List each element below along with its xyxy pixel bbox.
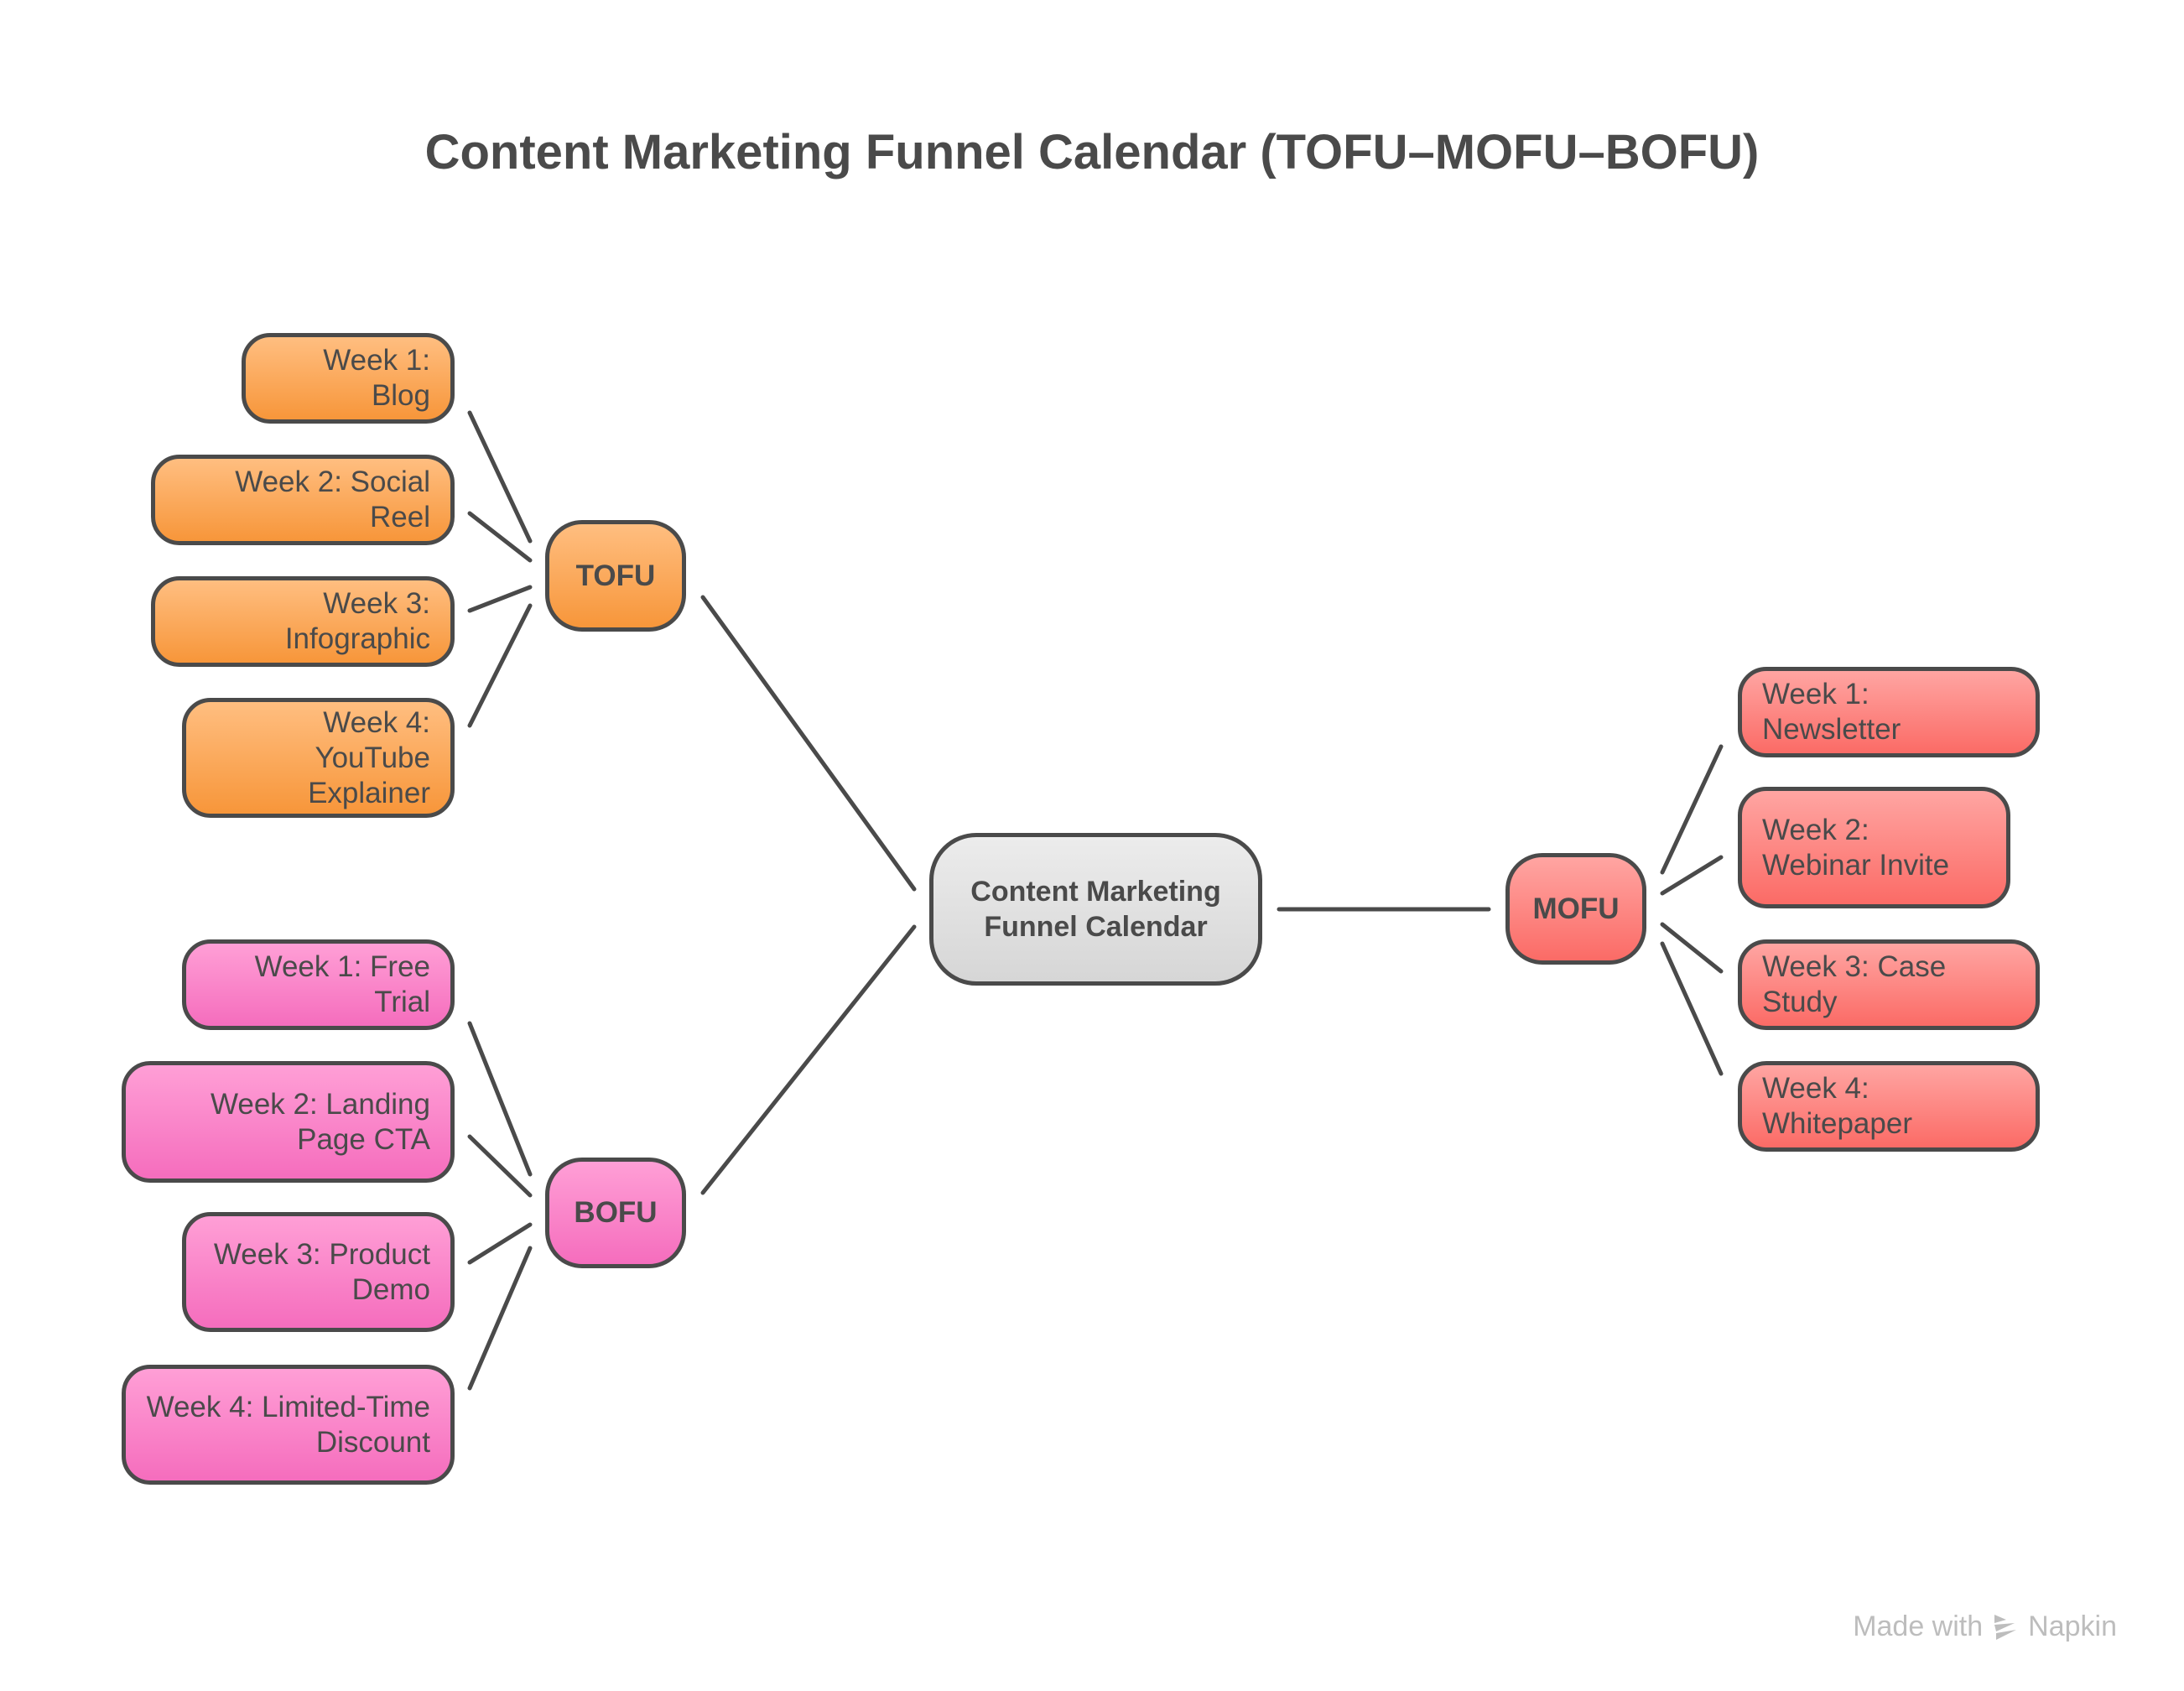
- node-label: Week 4: Limited-Time Discount: [146, 1390, 430, 1459]
- watermark-brand: Napkin: [2028, 1610, 2117, 1642]
- connector-tofu-week3: [467, 585, 533, 613]
- watermark: Made with Napkin: [1853, 1610, 2117, 1643]
- connector-bofu-week2: [467, 1134, 533, 1198]
- tofu-week1-node: Week 1: Blog: [242, 333, 455, 424]
- node-label: Week 2: Landing Page CTA: [210, 1087, 430, 1156]
- bofu-stage-node: BOFU: [545, 1158, 686, 1268]
- connector-mofu-week1: [1660, 744, 1724, 875]
- connector-bofu-week1: [467, 1021, 533, 1177]
- bofu-week3-node: Week 3: Product Demo: [182, 1212, 455, 1332]
- watermark-prefix: Made with: [1853, 1610, 1984, 1642]
- connector-bofu-week4: [467, 1246, 533, 1391]
- node-label: Week 3: Product Demo: [213, 1237, 430, 1306]
- node-label: Week 1: Free Trial: [254, 950, 430, 1018]
- node-label: Week 4: Whitepaper: [1762, 1072, 1912, 1140]
- mofu-week1-node: Week 1: Newsletter: [1738, 667, 2040, 757]
- tofu-week4-node: Week 4: YouTube Explainer: [182, 698, 455, 818]
- connector-hub-bofu: [700, 924, 917, 1195]
- connector-hub-tofu: [700, 595, 917, 892]
- connector-tofu-week2: [467, 511, 533, 563]
- mofu-week3-node: Week 3: Case Study: [1738, 939, 2040, 1030]
- node-label: TOFU: [575, 559, 656, 592]
- central-hub-node: Content Marketing Funnel Calendar: [929, 833, 1262, 986]
- connector-mofu-week4: [1660, 941, 1724, 1076]
- node-label: Week 3: Infographic: [284, 587, 430, 655]
- mofu-week2-node: Week 2: Webinar Invite: [1738, 787, 2010, 908]
- node-label: MOFU: [1532, 892, 1620, 925]
- node-label: Week 3: Case Study: [1762, 950, 1947, 1018]
- mofu-week4-node: Week 4: Whitepaper: [1738, 1061, 2040, 1152]
- napkin-logo-icon: [1994, 1614, 2017, 1640]
- bofu-week4-node: Week 4: Limited-Time Discount: [122, 1365, 455, 1485]
- connector-mofu-week2: [1660, 855, 1724, 896]
- node-label: Week 2: Webinar Invite: [1762, 813, 1950, 882]
- tofu-stage-node: TOFU: [545, 520, 686, 632]
- node-label: Content Marketing Funnel Calendar: [970, 876, 1221, 943]
- node-label: Week 2: Social Reel: [235, 466, 430, 533]
- node-label: Week 1: Blog: [323, 344, 430, 412]
- diagram-title: Content Marketing Funnel Calendar (TOFU–…: [424, 125, 1760, 180]
- connector-mofu-week3: [1660, 922, 1724, 974]
- tofu-week3-node: Week 3: Infographic: [151, 576, 455, 667]
- node-label: Week 1: Newsletter: [1762, 678, 1901, 746]
- connector-bofu-week3: [467, 1222, 533, 1265]
- connector-tofu-week4: [467, 603, 533, 728]
- bofu-week2-node: Week 2: Landing Page CTA: [122, 1061, 455, 1183]
- node-label: BOFU: [574, 1196, 658, 1229]
- tofu-week2-node: Week 2: Social Reel: [151, 455, 455, 545]
- connector-tofu-week1: [467, 410, 533, 544]
- mofu-stage-node: MOFU: [1505, 853, 1646, 965]
- node-label: Week 4: YouTube Explainer: [308, 705, 430, 809]
- bofu-week1-node: Week 1: Free Trial: [182, 939, 455, 1030]
